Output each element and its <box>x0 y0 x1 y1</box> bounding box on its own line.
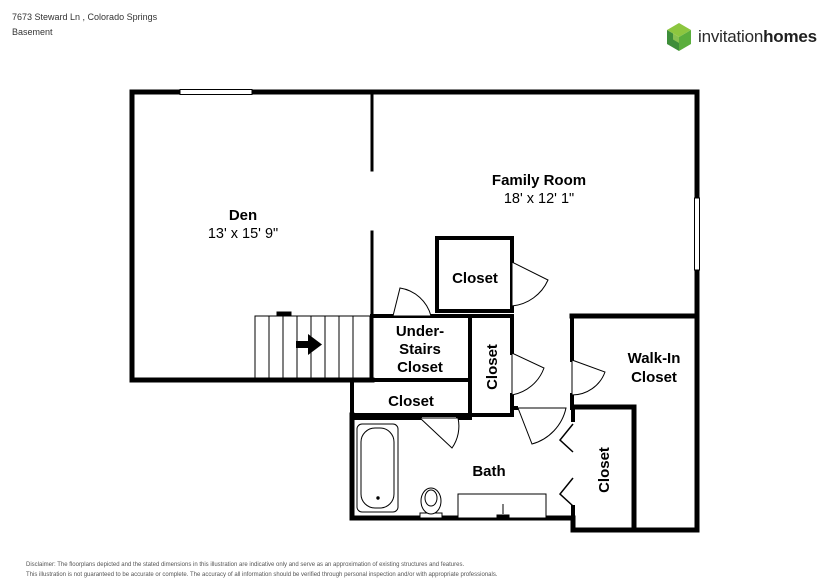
disclaimer-line-1: Disclaimer: The floorplans depicted and … <box>26 562 465 568</box>
door-bath <box>517 407 567 445</box>
vanity <box>457 493 547 519</box>
brand-wordmark: invitationhomes <box>698 27 817 47</box>
room-label-closet-lower: Closet <box>388 393 434 410</box>
room-dims-family-room: 18' x 12' 1" <box>504 191 574 207</box>
room-label-closet-bath: Closet <box>596 447 613 493</box>
stairs <box>254 311 371 379</box>
brand-cube-icon <box>667 23 691 51</box>
wall-closet-vertical <box>468 314 514 355</box>
stairs-arrow-icon <box>296 334 322 355</box>
wall-bath <box>349 404 637 533</box>
disclaimer-line-2: This illustration is not guaranteed to b… <box>26 572 498 578</box>
room-label-family-room: Family Room <box>492 172 586 189</box>
wall-walkin <box>569 313 700 533</box>
brand-logo: invitationhomes <box>664 20 817 54</box>
room-label-walkin-1: Walk-In <box>628 350 681 367</box>
door-closet-vertical <box>511 352 545 396</box>
door-understairs <box>392 287 432 317</box>
floor-name: Basement <box>12 27 53 37</box>
room-dims-den: 13' x 15' 9" <box>208 226 278 242</box>
brand-name-part1: invitation <box>698 27 764 46</box>
room-label-closet-vertical: Closet <box>484 344 501 390</box>
wall-outer-top <box>129 89 700 316</box>
room-label-bath: Bath <box>472 463 505 480</box>
room-label-den: Den <box>229 207 257 224</box>
room-label-understairs-1: Under- <box>396 323 444 340</box>
brand-name-part2: homes <box>763 27 817 46</box>
window-den <box>179 89 253 95</box>
door-walkin <box>571 359 606 396</box>
property-address: 7673 Steward Ln , Colorado Springs <box>12 12 158 22</box>
door-closet-upper <box>511 261 549 307</box>
room-label-understairs-3: Closet <box>397 359 443 376</box>
door-closet-lower <box>418 417 460 449</box>
room-label-closet-upper: Closet <box>452 270 498 287</box>
room-label-walkin-2: Closet <box>631 369 677 386</box>
bifold-door-bath-closet <box>558 423 574 507</box>
window-family <box>694 197 700 271</box>
room-label-understairs-2: Stairs <box>399 341 441 358</box>
